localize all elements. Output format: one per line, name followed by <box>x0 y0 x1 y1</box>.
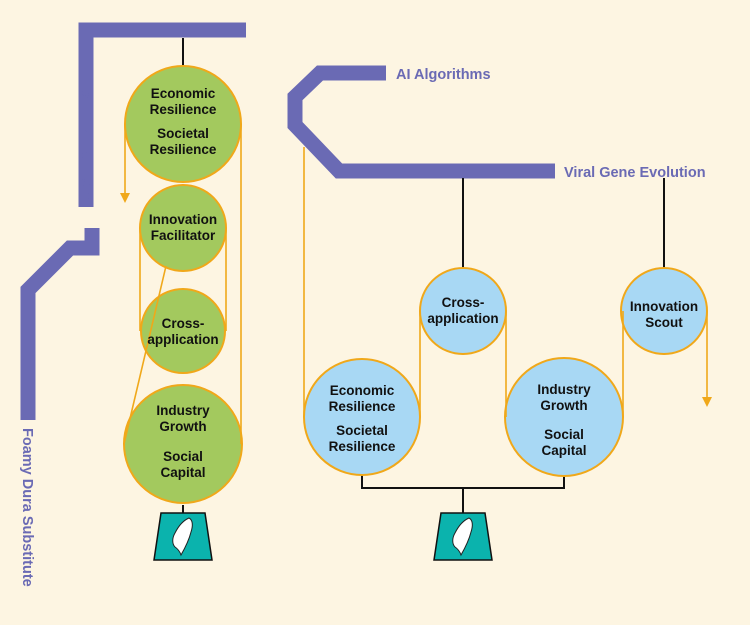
left-cross-line1: Cross- <box>162 316 205 331</box>
left-industry-line2: Growth <box>159 419 206 434</box>
right-industry-line3: Social <box>544 427 584 442</box>
left-economic-line2: Resilience <box>150 102 217 117</box>
right-industry-line1: Industry <box>537 382 591 397</box>
left-cross-line2: application <box>147 332 218 347</box>
left-cross-pulley <box>140 288 226 374</box>
right-economic-line3: Societal <box>336 423 388 438</box>
right-innovation-line1: Innovation <box>630 299 698 314</box>
hair-styling-foam-rail <box>78 22 246 207</box>
left-innovation-line2: Facilitator <box>151 228 216 243</box>
right-industry-pulley <box>504 357 624 477</box>
left-industry-line1: Industry <box>156 403 210 418</box>
right-economic-line1: Economic <box>330 383 395 398</box>
right-weight <box>433 512 493 561</box>
right-economic-line2: Resilience <box>329 399 396 414</box>
left-weight <box>153 512 213 561</box>
right-innovation-line2: Scout <box>645 315 683 330</box>
foamy-dura-substitute-label: Foamy Dura Substitute <box>19 428 35 587</box>
ai-algorithms-label: AI Algorithms <box>396 67 491 83</box>
left-economic-line1: Economic <box>151 86 216 101</box>
left-industry-line4: Capital <box>160 465 205 480</box>
right-economic-line4: Resilience <box>329 439 396 454</box>
right-industry-line2: Growth <box>540 398 587 413</box>
viral-gene-evolution-label: Viral Gene Evolution <box>564 165 706 181</box>
right-industry-line4: Capital <box>541 443 586 458</box>
right-rope <box>303 147 712 417</box>
right-cross-line1: Cross- <box>442 295 485 310</box>
left-economic-line4: Resilience <box>150 142 217 157</box>
left-rope <box>120 124 242 445</box>
hair-styling-foam-label: Hair Styling Foam <box>78 80 94 203</box>
left-economic-line3: Societal <box>157 126 209 141</box>
foamy-dura-substitute-rail <box>20 228 100 420</box>
right-weight-connector <box>361 468 565 513</box>
ai-algorithms-rail <box>287 65 555 179</box>
right-economic-pulley <box>303 358 421 476</box>
left-innovation-line1: Innovation <box>149 212 217 227</box>
taiwan-map-icon <box>172 517 193 557</box>
taiwan-map-icon <box>452 517 473 557</box>
left-economic-pulley <box>124 65 242 183</box>
right-cross-line2: application <box>427 311 498 326</box>
left-industry-line3: Social <box>163 449 203 464</box>
